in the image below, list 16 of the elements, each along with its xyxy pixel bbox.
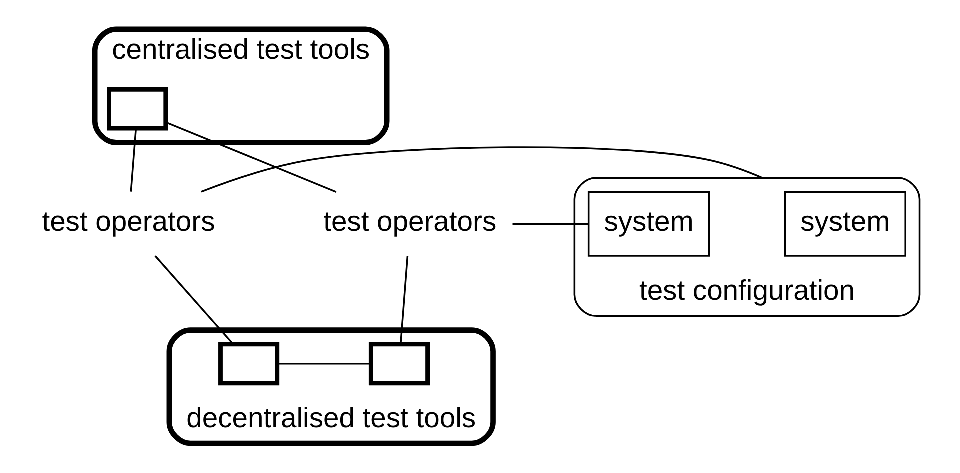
cluster: decentralised test tools <box>166 328 496 446</box>
connector <box>130 128 138 192</box>
node-box <box>107 87 168 131</box>
connector <box>166 122 337 193</box>
node-box: system <box>588 191 710 257</box>
node-box: system <box>784 191 906 257</box>
connector <box>400 256 409 344</box>
node-box <box>368 342 430 386</box>
connector <box>154 256 234 345</box>
cluster: centralised test tools <box>92 26 390 146</box>
connector <box>512 223 588 225</box>
connector <box>278 363 371 365</box>
node-text: test operators <box>324 204 497 237</box>
node-text: test operators <box>42 204 216 237</box>
connector <box>201 146 763 193</box>
node-box <box>218 342 280 386</box>
